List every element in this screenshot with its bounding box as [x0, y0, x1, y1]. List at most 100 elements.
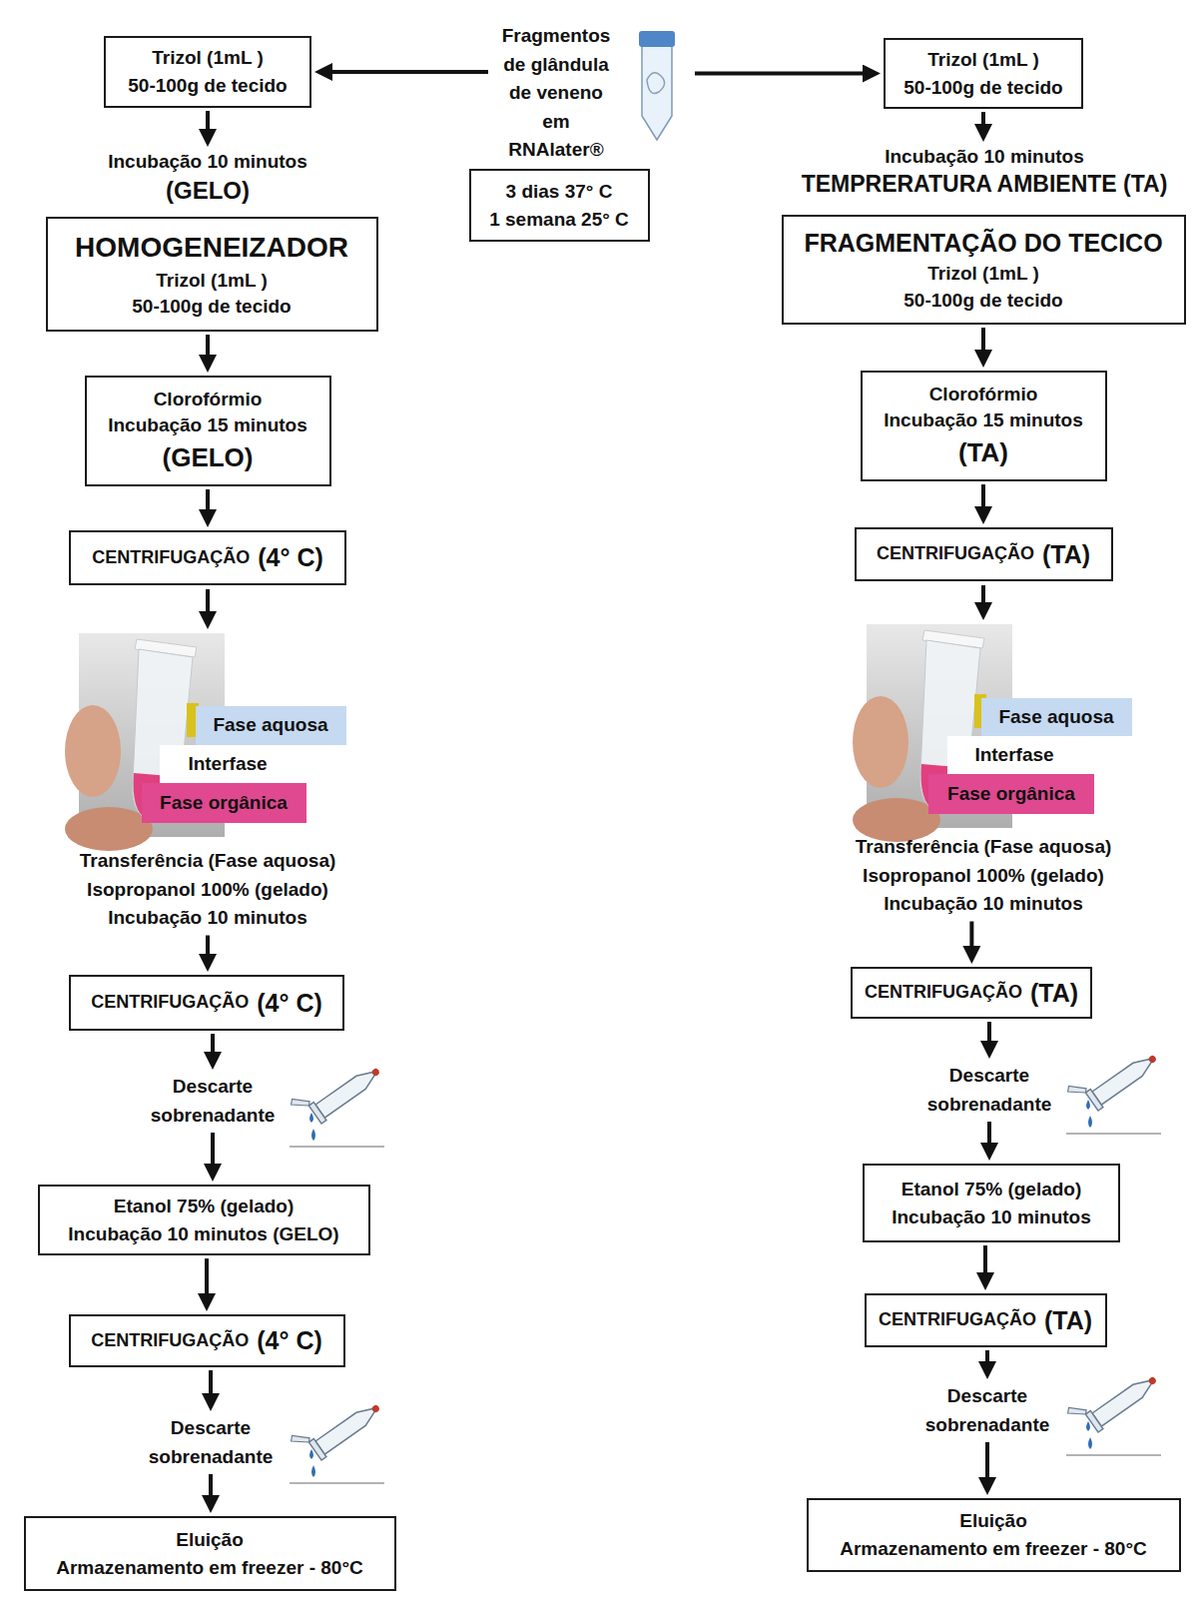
phase-label: Fase orgânica: [141, 782, 307, 823]
flow-arrow: [987, 1021, 992, 1050]
flow-arrow: [208, 1369, 213, 1402]
process-box: CENTRIFUGAÇÃO (4° C): [68, 530, 347, 586]
step-text: (TA): [1042, 537, 1091, 573]
step-text-node: Descarte sobrenadante: [914, 1061, 1065, 1119]
step-text: CENTRIFUGAÇÃO: [878, 1306, 1037, 1332]
step-text: Trizol (1mL ): [151, 43, 264, 72]
step-text: Incubação 10 minutos: [891, 1202, 1092, 1231]
step-text: (TA): [1044, 1302, 1093, 1338]
step-text: 50-100g de tecido: [127, 71, 287, 100]
step-text: Incubação 15 minutos: [107, 412, 308, 440]
flow-arrow: [983, 1244, 988, 1281]
phase-label: Interfase: [947, 735, 1083, 774]
step-text: Fase aquosa: [212, 712, 328, 738]
step-text: Trizol (1mL ): [927, 45, 1040, 74]
phase-label: Interfase: [159, 744, 296, 783]
step-text: 50-100g de tecido: [903, 73, 1063, 102]
step-text: CENTRIFUGAÇÃO: [864, 979, 1023, 1005]
step-text: Interfase: [974, 742, 1054, 768]
step-text: Clorofórmio: [153, 386, 263, 414]
step-text: (TA): [1030, 975, 1079, 1011]
step-text: Fase orgânica: [947, 781, 1076, 807]
step-text: Eluição: [959, 1506, 1028, 1535]
step-text: 1 semana 25° C: [489, 205, 629, 234]
step-text: Trizol (1mL ): [927, 260, 1040, 288]
step-text: Trizol (1mL ): [155, 267, 268, 295]
step-text: Transferência (Fase aquosa): [855, 832, 1113, 862]
step-text: FRAGMENTAÇÃO DO TECICO: [803, 225, 1163, 261]
step-text: Fragmentos de glândula de veneno em RNAl…: [495, 21, 617, 165]
step-text: Eluição: [175, 1525, 244, 1554]
process-box: ClorofórmioIncubação 15 minutos(GELO): [84, 375, 332, 487]
step-text: Etanol 75% (gelado): [113, 1192, 295, 1220]
step-text: (GELO): [165, 174, 250, 206]
phase-label: Fase orgânica: [928, 773, 1095, 814]
step-text: Isopropanol 100% (gelado): [86, 875, 329, 905]
step-text: Incubação 10 minutos: [107, 903, 308, 933]
step-text-node: Transferência (Fase aquosa)Isopropanol 1…: [851, 832, 1117, 919]
step-text: Descarte sobrenadante: [141, 1072, 284, 1130]
step-text: Armazenamento em freezer - 80°C: [55, 1553, 364, 1582]
process-box: CENTRIFUGAÇÃO (TA): [850, 966, 1093, 1019]
discard-icon: [288, 1048, 385, 1147]
flow-arrow-layout: [205, 589, 210, 620]
process-box: HOMOGENEIZADORTrizol (1mL )50-100g de te…: [45, 216, 379, 332]
process-box: Etanol 75% (gelado)Incubação 10 minutos: [862, 1163, 1121, 1242]
step-text: Descarte sobrenadante: [918, 1061, 1061, 1119]
discard-icon: [1065, 1035, 1162, 1134]
step-text: 50-100g de tecido: [903, 287, 1063, 315]
step-text: Descarte sobrenadante: [139, 1413, 282, 1471]
flow-arrow: [987, 1121, 992, 1152]
step-text-node: Transferência (Fase aquosa)Isopropanol 1…: [75, 846, 341, 933]
step-text: (4° C): [257, 540, 324, 576]
step-text: Etanol 75% (gelado): [901, 1175, 1083, 1203]
process-box: Trizol (1mL )50-100g de tecido: [103, 35, 312, 108]
flow-arrow: [694, 71, 872, 76]
flow-arrow: [205, 110, 210, 138]
step-text-node: Incubação 10 minutosTEMPRERATURA AMBIENT…: [797, 144, 1173, 200]
phase-label: Fase aquosa: [195, 705, 347, 745]
flow-arrow: [205, 935, 210, 964]
process-box: ClorofórmioIncubação 15 minutos(TA): [860, 370, 1108, 482]
step-text-node: Descarte sobrenadante: [135, 1413, 286, 1471]
process-box: CENTRIFUGAÇÃO (TA): [854, 527, 1114, 582]
step-text: (GELO): [162, 439, 254, 476]
flow-arrow: [969, 921, 974, 956]
flow-arrow: [210, 1033, 215, 1061]
flow-arrow: [985, 1441, 990, 1486]
step-text: CENTRIFUGAÇÃO: [876, 541, 1035, 567]
process-box: Etanol 75% (gelado)Incubação 10 minutos …: [37, 1184, 371, 1255]
step-text: HOMOGENEIZADOR: [74, 227, 349, 267]
step-text-node: Incubação 10 minutos(GELO): [103, 149, 312, 206]
flow-arrow: [985, 1349, 990, 1370]
step-text: CENTRIFUGAÇÃO: [90, 1327, 249, 1353]
flow-arrow: [210, 1132, 215, 1173]
process-box: EluiçãoArmazenamento em freezer - 80°C: [806, 1497, 1182, 1572]
step-text: (4° C): [256, 985, 323, 1021]
flow-arrow: [208, 1473, 213, 1504]
step-text: (TA): [958, 434, 1009, 471]
process-box: Trizol (1mL )50-100g de tecido: [883, 37, 1084, 109]
process-box: CENTRIFUGAÇÃO (4° C): [68, 1313, 346, 1367]
step-text: Incubação 10 minutos: [883, 889, 1084, 919]
step-text: 50-100g de tecido: [131, 293, 291, 321]
discard-icon: [288, 1384, 385, 1483]
flow-arrow: [205, 489, 210, 519]
step-text: CENTRIFUGAÇÃO: [91, 545, 250, 571]
flow-arrow: [981, 484, 986, 516]
step-text: Interfase: [187, 751, 267, 777]
step-text: TEMPRERATURA AMBIENTE (TA): [801, 169, 1169, 200]
step-text: Isopropanol 100% (gelado): [862, 861, 1105, 891]
step-text: Incubação 10 minutos (GELO): [67, 1219, 339, 1248]
step-text: Descarte sobrenadante: [916, 1381, 1059, 1439]
step-text: 3 dias 37° C: [506, 177, 613, 206]
phase-label: Fase aquosa: [981, 697, 1133, 736]
step-text: Incubação 10 minutos: [884, 144, 1085, 170]
discard-icon: [1065, 1356, 1162, 1455]
step-text: (4° C): [256, 1322, 323, 1358]
step-text: CENTRIFUGAÇÃO: [90, 989, 249, 1015]
process-box: CENTRIFUGAÇÃO (TA): [864, 1292, 1108, 1347]
process-box: EluiçãoArmazenamento em freezer - 80°C: [23, 1515, 397, 1591]
flow-arrow: [205, 334, 210, 364]
